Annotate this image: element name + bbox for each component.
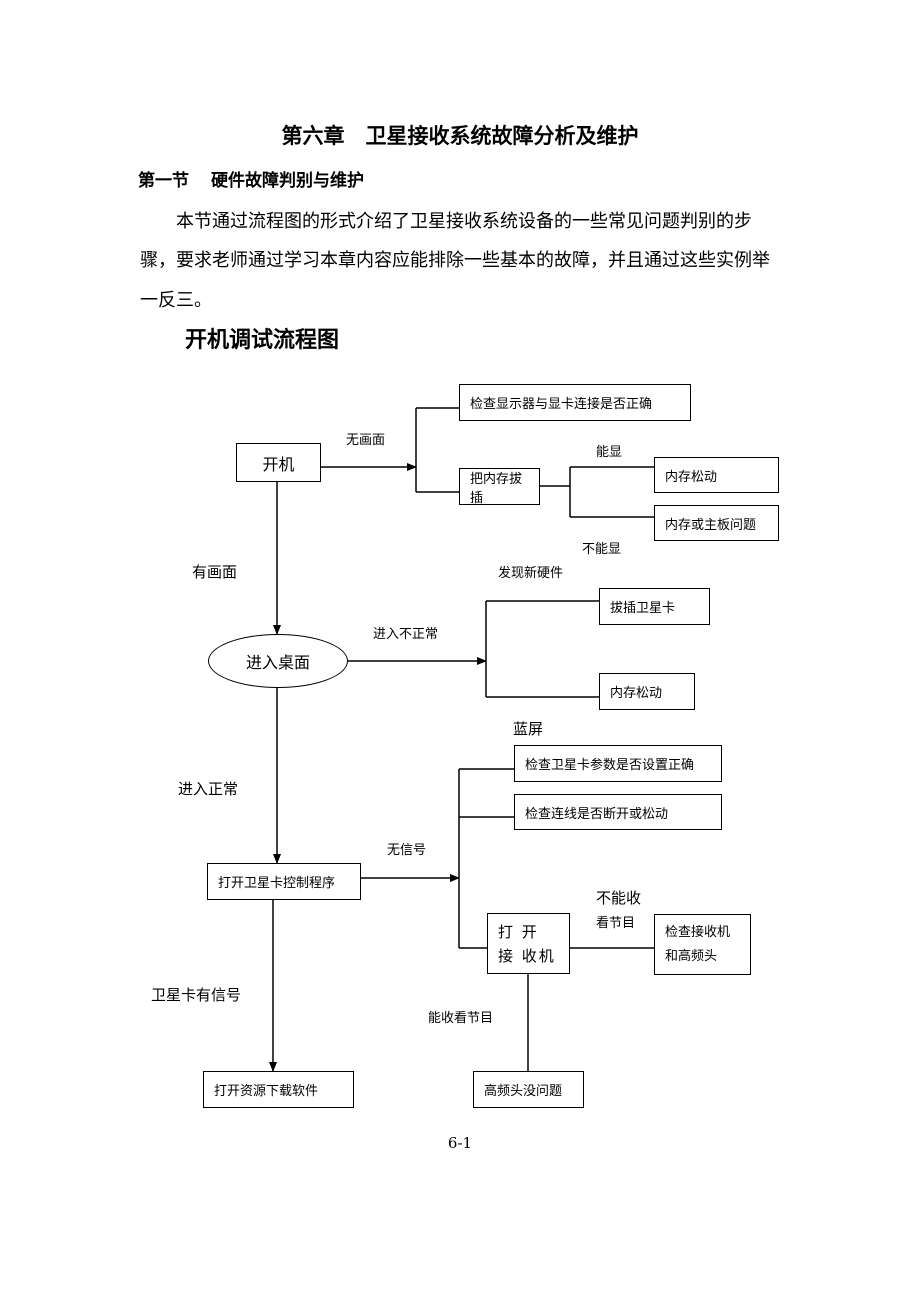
node-lnb-ok: 高频头没问题 xyxy=(473,1071,584,1108)
node-reseat-satellite-card: 拔插卫星卡 xyxy=(599,588,710,625)
node-check-receiver-lnb: 检查接收机和高频头 xyxy=(654,914,751,975)
edge-label-card-has-signal: 卫星卡有信号 xyxy=(151,986,242,1004)
edge-label-no-signal: 无信号 xyxy=(387,843,427,858)
node-memory-loose-1: 内存松动 xyxy=(654,457,779,493)
node-check-monitor: 检查显示器与显卡连接是否正确 xyxy=(459,384,691,421)
intro-line: 骤，要求老师通过学习本章内容应能排除一些基本的故障，并且通过这些实例举 xyxy=(140,250,770,271)
node-memory-loose-2: 内存松动 xyxy=(599,673,695,710)
flowchart-title: 开机调试流程图 xyxy=(185,328,340,353)
edge-label-has-picture: 有画面 xyxy=(192,563,238,581)
intro-line: 一反三。 xyxy=(140,290,212,311)
edge-label-new-hardware: 发现新硬件 xyxy=(498,566,564,581)
node-open-card-program: 打开卫星卡控制程序 xyxy=(207,863,361,900)
section-title: 硬件故障判别与维护 xyxy=(211,171,364,191)
edge-label-cannot-watch-1: 不能收 xyxy=(596,889,642,907)
intro-line: 本节通过流程图的形式介绍了卫星接收系统设备的一些常见问题判别的步 xyxy=(176,211,752,232)
page-number: 6-1 xyxy=(447,1134,473,1152)
edge-label-abnormal-entry: 进入不正常 xyxy=(373,627,439,642)
node-reseat-memory: 把内存拔插 xyxy=(459,468,540,506)
section-number: 第一节 xyxy=(138,171,189,191)
edge-label-cannot-watch-2: 看节目 xyxy=(596,916,636,931)
node-check-card-params: 检查卫星卡参数是否设置正确 xyxy=(514,745,722,782)
node-open-download-software: 打开资源下载软件 xyxy=(203,1071,354,1108)
node-open-receiver: 打 开 接 收机 xyxy=(487,913,570,974)
node-memory-or-board: 内存或主板问题 xyxy=(654,505,779,541)
node-check-cable: 检查连线是否断开或松动 xyxy=(514,794,722,830)
edge-label-can-display: 能显 xyxy=(596,445,623,460)
edge-label-normal-entry: 进入正常 xyxy=(178,780,239,798)
node-enter-desktop: 进入桌面 xyxy=(208,634,348,688)
edge-label-can-watch: 能收看节目 xyxy=(428,1011,494,1026)
edge-label-no-picture: 无画面 xyxy=(346,433,386,448)
edge-label-cannot-display: 不能显 xyxy=(582,542,622,557)
edge-label-blue-screen: 蓝屏 xyxy=(513,720,544,738)
chapter-title: 第六章 卫星接收系统故障分析及维护 xyxy=(281,124,639,148)
node-power-on: 开机 xyxy=(236,443,321,482)
section-heading: 第一节 硬件故障判别与维护 xyxy=(138,166,386,191)
